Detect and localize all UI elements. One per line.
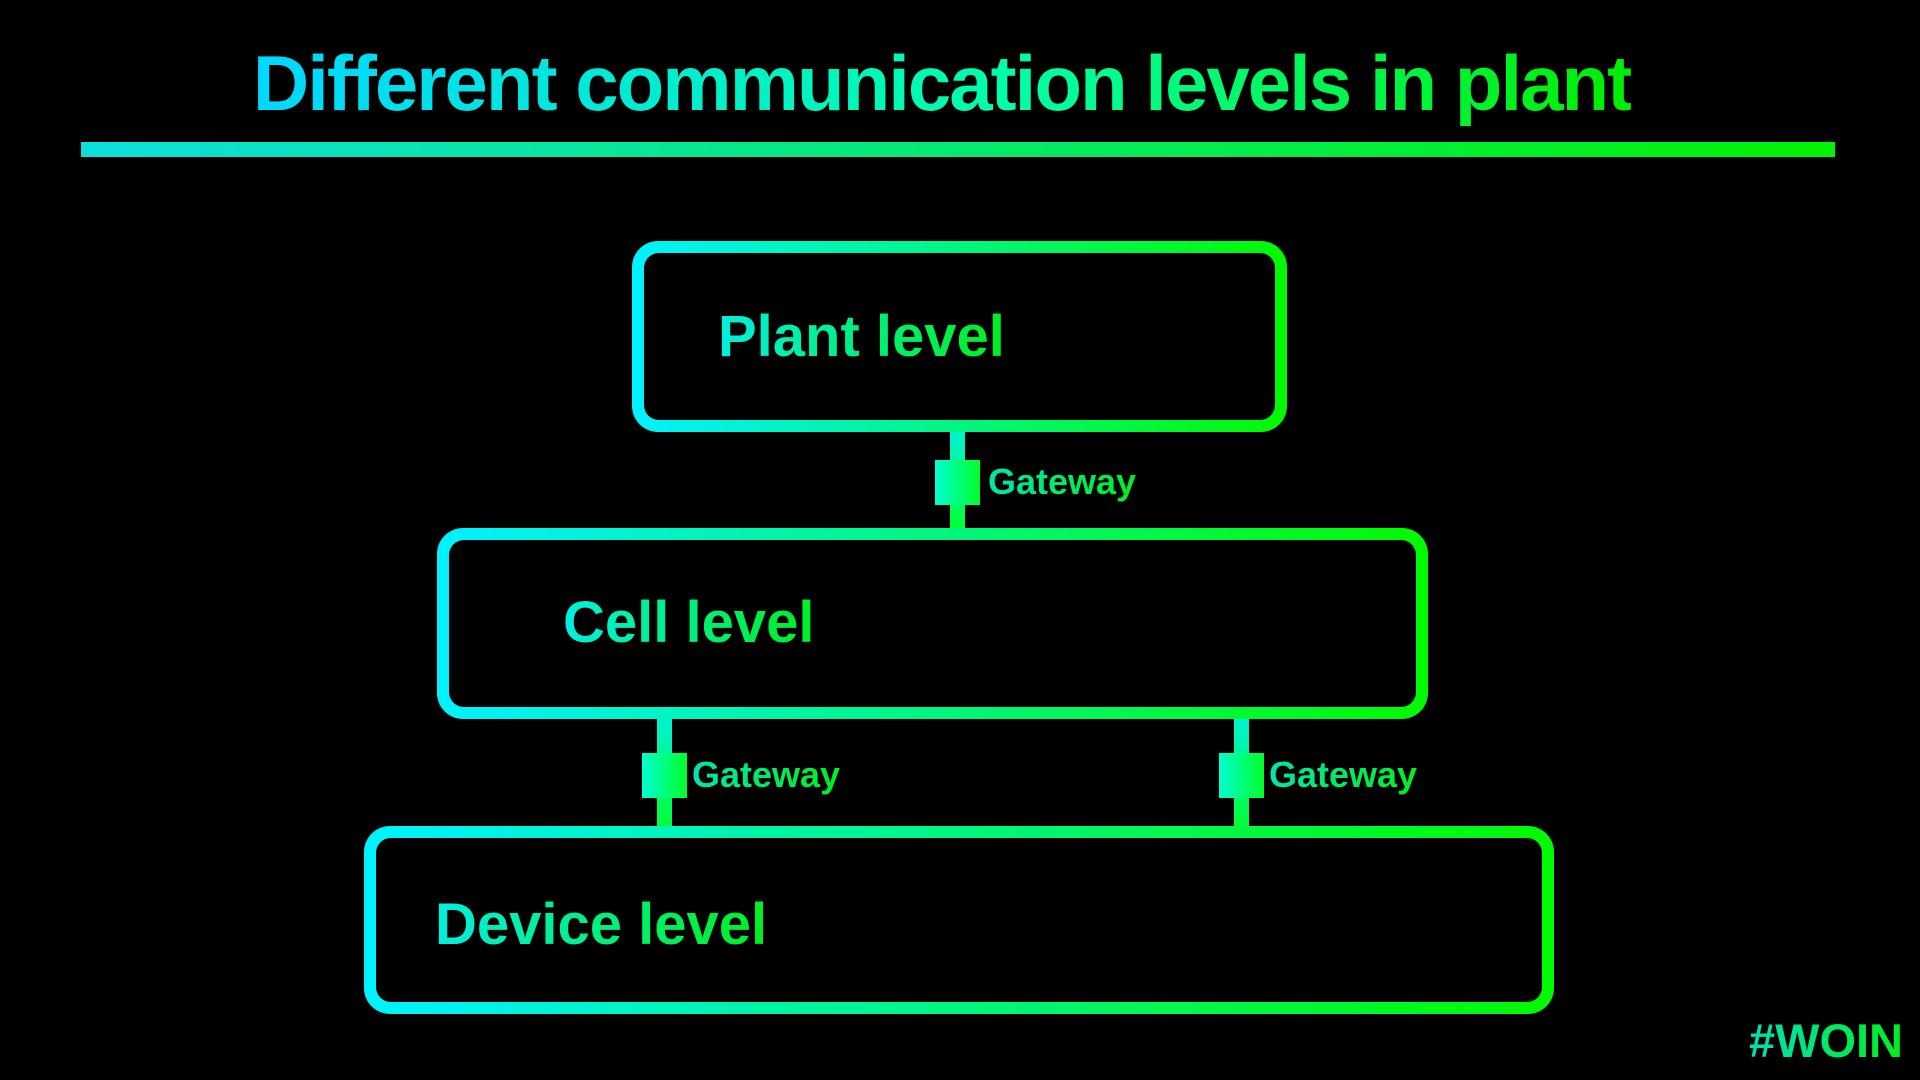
gateway-label-cell-device-right: Gateway — [1269, 752, 1417, 798]
gateway-square-icon — [642, 753, 687, 798]
hashtag-watermark: #WOIN — [1748, 1014, 1903, 1067]
title-underline — [81, 142, 1835, 157]
level-label-plant: Plant level — [718, 304, 1005, 369]
gateway-label-plant-cell: Gateway — [988, 459, 1136, 505]
level-label-device: Device level — [435, 892, 768, 957]
level-box-device — [364, 826, 1554, 1014]
level-box-plant — [632, 241, 1287, 432]
gateway-square-icon — [1219, 753, 1264, 798]
slide-title: Different communication levels in plant — [252, 39, 1633, 127]
gateway-label-cell-device-left: Gateway — [692, 752, 840, 798]
level-label-cell: Cell level — [563, 590, 815, 655]
gateway-square-icon — [935, 460, 980, 505]
level-box-cell — [437, 528, 1428, 719]
